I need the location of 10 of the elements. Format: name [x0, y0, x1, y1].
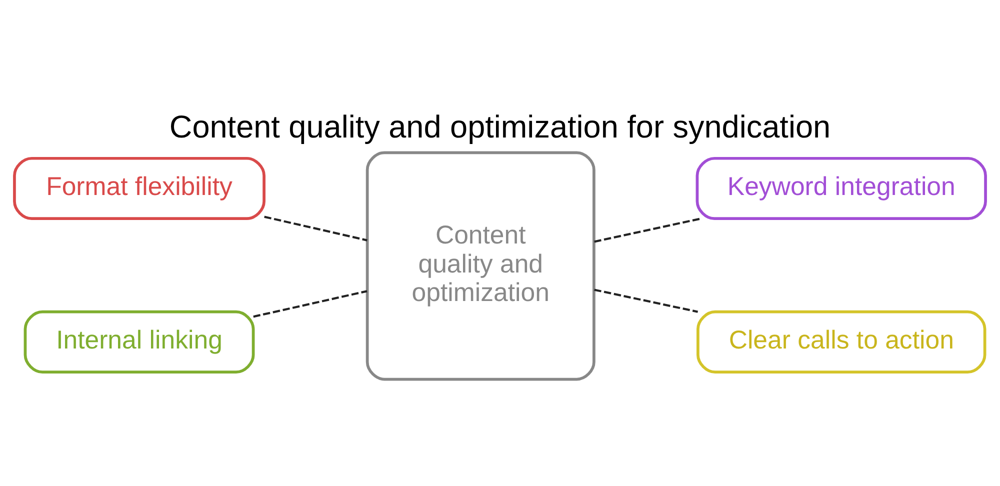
connector [594, 288, 698, 313]
node-box: Content quality and optimization [366, 151, 596, 381]
node-box: Format flexibility [13, 156, 266, 220]
node-box: Keyword integration [696, 156, 987, 220]
diagram-title: Content quality and optimization for syndication [169, 108, 831, 145]
connector [594, 218, 701, 243]
connector [264, 216, 368, 242]
node-box: Internal linking [24, 310, 255, 374]
node-box: Clear calls to action [696, 310, 986, 374]
connector [253, 290, 368, 318]
